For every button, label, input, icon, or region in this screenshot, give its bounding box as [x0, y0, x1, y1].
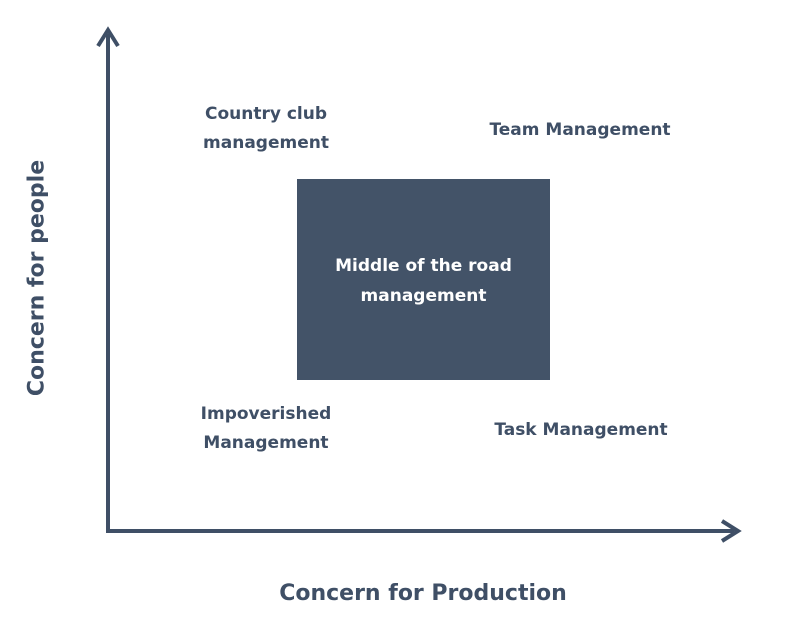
y-axis-arrowhead — [96, 26, 120, 48]
quadrant-impoverished-line1: Impoverished — [200, 404, 332, 424]
quadrant-task-management: Task Management — [478, 416, 684, 445]
center-box-label: Middle of the road management — [297, 251, 550, 311]
x-axis-arrowhead — [720, 519, 742, 543]
quadrant-country-club-line2: management — [203, 133, 329, 153]
quadrant-impoverished: Impoverished Management — [186, 400, 346, 458]
quadrant-team-management-line1: Team Management — [489, 120, 671, 140]
center-box-line1: Middle of the road — [335, 256, 512, 276]
quadrant-team-management: Team Management — [480, 116, 680, 145]
center-box-middle-of-the-road: Middle of the road management — [297, 179, 550, 380]
quadrant-impoverished-line2: Management — [203, 433, 329, 453]
quadrant-country-club: Country club management — [186, 100, 346, 158]
x-axis-label: Concern for Production — [279, 581, 567, 606]
center-box-line2: management — [360, 286, 487, 306]
y-axis-label-text: Concern for people — [24, 159, 50, 397]
quadrant-task-management-line1: Task Management — [494, 420, 668, 440]
quadrant-country-club-line1: Country club — [204, 104, 328, 124]
